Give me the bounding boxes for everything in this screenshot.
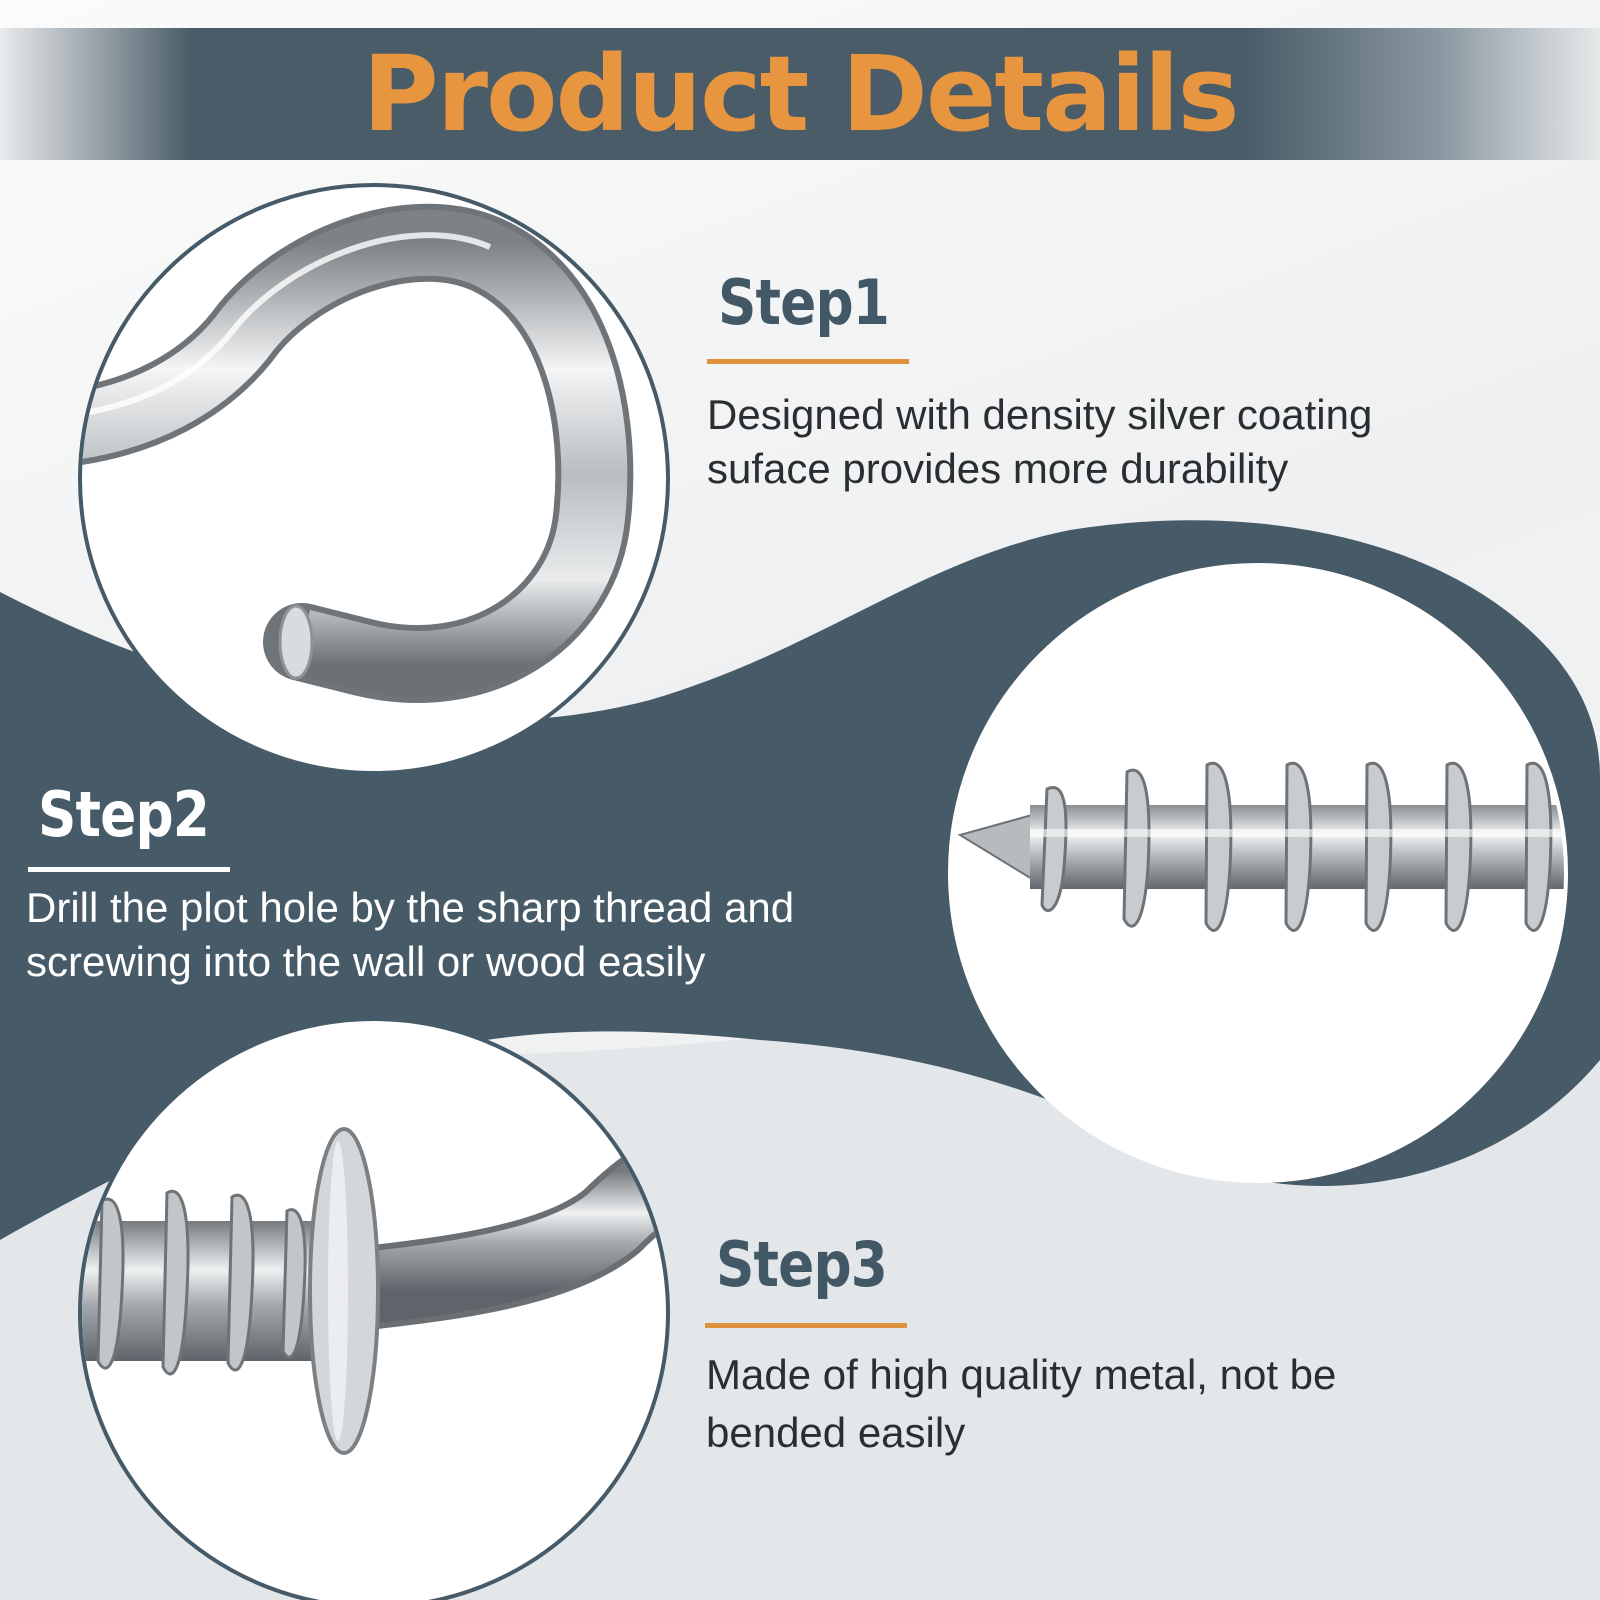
step2-line2: screwing into the wall or wood easily [26, 938, 706, 985]
step1-title: Step1 [718, 266, 890, 339]
washer-closeup-photo [78, 1017, 670, 1600]
step1-line2: suface provides more durability [707, 445, 1289, 492]
step3-line1: Made of high quality metal, not be [706, 1351, 1337, 1398]
step3-description: Made of high quality metal, not be bende… [706, 1346, 1336, 1462]
step3-underline [705, 1323, 907, 1328]
step3-title: Step3 [716, 1228, 888, 1301]
step2-line1: Drill the plot hole by the sharp thread … [26, 884, 795, 931]
step1-underline [707, 359, 909, 364]
step2-description: Drill the plot hole by the sharp thread … [26, 881, 794, 989]
hook-closeup-photo [78, 183, 670, 775]
step1-description: Designed with density silver coating suf… [707, 388, 1372, 496]
step2-title: Step2 [38, 778, 210, 851]
thread-tip-closeup-photo [948, 563, 1568, 1183]
step3-line2: bended easily [706, 1409, 966, 1456]
step2-underline [28, 867, 230, 872]
page-title: Product Details [362, 33, 1240, 155]
step1-line1: Designed with density silver coating [707, 391, 1373, 438]
title-banner [0, 28, 1600, 160]
